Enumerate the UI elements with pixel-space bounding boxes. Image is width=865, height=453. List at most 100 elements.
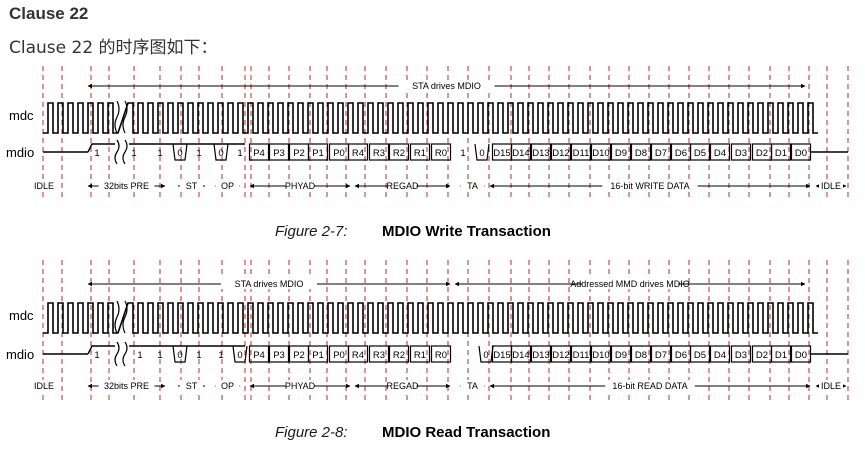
mdio-bit-label: D6 [675,148,687,159]
mdc-clock-waveform [43,102,818,134]
mdio-bit-cell [388,345,410,363]
phase-label: 32bits PRE [104,381,149,391]
mdio-bit-label: D15 [493,148,510,159]
mdio-bit-cell [347,143,369,161]
mdio-bit-label: D0 [795,350,807,361]
mdio-bit-label: 1 [196,148,201,159]
mdio-bit-cell [268,345,290,363]
drive-label-bg [582,278,678,289]
mdio-bit-label: D9 [615,350,627,361]
phase-label: IDLE [821,381,841,391]
mdio-bit-cell [510,143,532,161]
mdio-bit-label: D15 [493,350,510,361]
mdio-bit-cell [790,345,812,363]
mdio-bit-cell [248,345,270,363]
phase-label-bg [32,180,56,191]
mdio-bit-cell [770,345,792,363]
signal-label-mdc: mdc [9,308,34,323]
mdio-bit-cell [268,143,290,161]
figure-number: Figure 2-8: [275,424,348,441]
phase-label-bg [819,380,843,391]
phase-label-bg [98,180,155,191]
drive-label-bg [221,278,317,289]
mdio-bit-cell [409,345,431,363]
mdio-bit-label: R0 [435,350,447,361]
phase-label-bg [215,180,240,191]
mdio-bit-label: D12 [552,350,569,361]
phase-label: IDLE [34,181,54,191]
mdio-bit-label: 1 [131,148,136,159]
mdio-bit-cell [590,143,612,161]
mdio-bit-cell [248,143,270,161]
mdio-bit-label: D2 [756,148,768,159]
waveform-break-mark [114,139,120,165]
mdio-bit-cell [307,143,329,161]
mdio-bit-label: 1 [218,350,223,361]
mdio-bit-label: D3 [735,148,747,159]
mdio-bit-label: D11 [573,148,590,159]
mdio-bit-label: D14 [512,148,529,159]
mdio-bit-label: D10 [592,350,609,361]
phase-label-bg [179,380,204,391]
phase-label: IDLE [34,381,54,391]
mdio-bit-label: D10 [592,148,609,159]
mdio-bit-label: P4 [253,350,265,361]
mdio-bit-label: R2 [393,148,405,159]
mdio-bit-label: D7 [655,350,667,361]
phase-label: 16-bit WRITE DATA [610,181,689,191]
mdio-bit-label: P3 [273,148,285,159]
mdio-bit-label: D7 [655,148,667,159]
waveform-break-mark [122,100,128,134]
phase-label: PHYAD [285,181,316,191]
mdio-bit-cell [709,143,731,161]
mdio-bit-label: R3 [373,148,385,159]
mdio-bit-label: D0 [795,148,807,159]
mdio-bit-label: P2 [293,148,305,159]
figure-title: MDIO Write Transaction [382,223,551,240]
signal-label-mdc: mdc [9,108,34,123]
mdio-bit-label: D12 [552,148,569,159]
mdio-bit-label: D13 [532,350,549,361]
mdio-bit-cell [388,143,410,161]
mdio-bit-label: D4 [714,148,726,159]
phase-label: TA [467,381,478,391]
mdio-bit-cell [368,345,390,363]
mdio-bit-cell [430,345,452,363]
mdio-bit-label: D11 [573,350,590,361]
phase-label: 32bits PRE [104,181,149,191]
mdio-bit-low [232,345,248,363]
mdio-bit-label: 1 [157,148,162,159]
figure-title: MDIO Read Transaction [382,424,550,441]
mdio-bit-cell [630,143,652,161]
mdio-bit-cell [689,143,711,161]
mdio-bit-label: R4 [352,148,364,159]
signal-label-mdio: mdio [6,347,34,362]
mdio-bit-cell [347,345,369,363]
mdio-bit-cell [409,143,431,161]
phase-label: REGAD [386,381,419,391]
phase-label: IDLE [821,181,841,191]
phase-label-bg [286,180,314,191]
mdio-bit-cell [709,345,731,363]
mdio-bit-label: 1 [94,148,99,159]
drive-label-bg [398,80,495,91]
mdio-bit-label: D2 [756,350,768,361]
page-heading: Clause 22 [9,4,89,23]
phase-label-bg [602,180,698,191]
mdio-bit-label: 1 [137,350,142,361]
waveform-break-mark [114,341,120,367]
mdio-bit-label: 0 [237,350,242,361]
mdio-bit-label: P3 [273,350,285,361]
phase-label-bg [819,180,843,191]
mdio-bit-label: D9 [615,148,627,159]
phase-label: ST [186,181,198,191]
mdio-bit-cell [730,143,752,161]
mdio-bit-cell [650,345,672,363]
mdio-bit-cell [590,345,612,363]
mdio-bit-label: D8 [635,148,647,159]
phase-label: TA [467,181,478,191]
mdio-bit-cell [610,345,632,363]
phase-label: OP [221,381,234,391]
phase-label: PHYAD [285,381,316,391]
phase-label-bg [179,180,204,191]
